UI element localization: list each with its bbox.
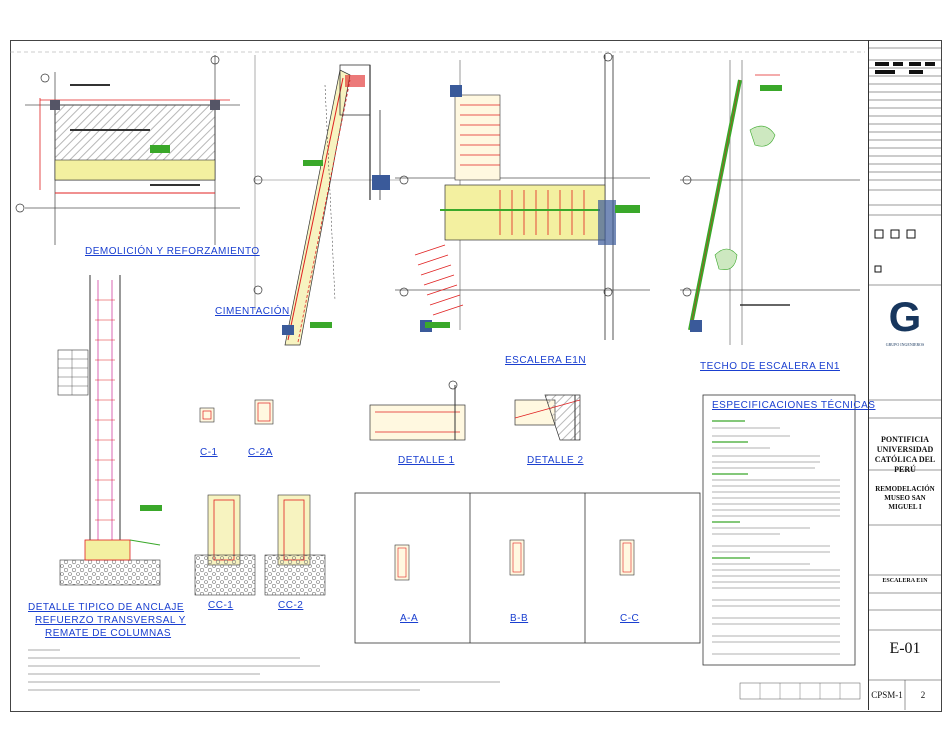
university-name: PONTIFICIA UNIVERSIDAD CATÓLICA DEL PERÚ	[874, 435, 936, 474]
stair-roof-plan	[680, 60, 860, 345]
section-aa-title: A-A	[400, 613, 419, 624]
detail2-title: DETALLE 2	[527, 455, 584, 466]
details	[369, 380, 581, 441]
section-cc-title: C-C	[620, 613, 640, 624]
foundation-section	[253, 55, 400, 346]
stair-roof-title: TECHO DE ESCALERA EN1	[700, 361, 840, 372]
title-block: G GRUPO INGENIEROS PONTIFICIA UNIVERSIDA…	[868, 40, 941, 710]
column-detail-title-3: REMATE DE COLUMNAS	[45, 628, 172, 639]
demolition-plan	[15, 55, 240, 245]
sheet-name: ESCALERA E1N	[882, 578, 928, 584]
stair-title: ESCALERA E1N	[505, 355, 587, 366]
company-logo: G	[888, 293, 922, 340]
column-sections	[194, 399, 326, 596]
title-block-lines	[869, 47, 941, 710]
section-bb-title: B-B	[510, 613, 529, 624]
column-detail-title-1: DETALLE TIPICO DE ANCLAJE	[28, 602, 185, 613]
detail1-title: DETALLE 1	[398, 455, 455, 466]
section-c2a-title: C-2A	[248, 447, 273, 458]
company-name: GRUPO INGENIEROS	[885, 342, 925, 347]
general-notes	[28, 649, 500, 691]
specs-title: ESPECIFICACIONES TÉCNICAS	[712, 400, 876, 411]
section-c1-title: C-1	[200, 447, 218, 458]
project-name: REMODELACIÓN MUSEO SAN MIGUEL I	[875, 485, 935, 511]
sheet-frame	[10, 40, 942, 712]
scale-bar	[739, 682, 861, 700]
sheet-number: E-01	[889, 640, 921, 657]
stair-plan	[395, 52, 650, 340]
column-detail-title-2: REFUERZO TRANSVERSAL Y	[35, 615, 186, 626]
specs-box	[702, 394, 856, 666]
column-detail	[57, 275, 162, 586]
demolition-title: DEMOLICIÓN Y REFORZAMIENTO	[85, 246, 260, 257]
sections-table	[354, 492, 701, 644]
foundation-title: CIMENTACIÓN	[215, 306, 290, 317]
section-cc1-title: CC-1	[208, 600, 234, 611]
section-cc2-title: CC-2	[278, 600, 304, 611]
sheet-code: CPSM-1	[871, 690, 903, 700]
page-number: 2	[920, 690, 926, 700]
